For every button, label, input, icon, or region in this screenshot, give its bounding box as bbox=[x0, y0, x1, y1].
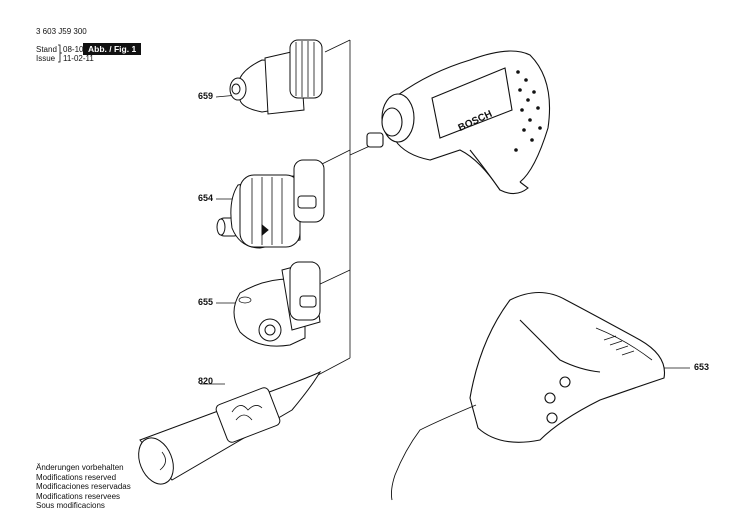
part-820-bit-case bbox=[138, 370, 322, 485]
part-655-offset-adaptor bbox=[233, 261, 321, 347]
footer-line: Modifications reservees bbox=[36, 491, 121, 501]
part-number-659: 659 bbox=[198, 91, 214, 101]
charger-drawing bbox=[390, 291, 666, 501]
part-number-655: 655 bbox=[198, 297, 214, 307]
footer-line: Modificaciones reservadas bbox=[36, 482, 131, 491]
issue-value: 11-02-11 bbox=[63, 54, 94, 63]
modifications-notice: Änderungen vorbehalten Modifications res… bbox=[36, 463, 131, 511]
part-654-torque-adaptor bbox=[216, 159, 325, 249]
stand-label: Stand bbox=[36, 45, 57, 54]
issue-label: Issue bbox=[36, 54, 56, 63]
part-number-653: 653 bbox=[694, 362, 710, 372]
footer-line: Änderungen vorbehalten bbox=[36, 463, 124, 472]
part-number-820: 820 bbox=[198, 376, 214, 386]
footer-line: Sous modificacions bbox=[36, 501, 105, 510]
part-659-adaptor bbox=[229, 39, 323, 115]
screwdriver-drawing: BOSCH bbox=[366, 50, 551, 195]
figure-tag: Abb. / Fig. 1 bbox=[83, 43, 142, 55]
assembly-bracket bbox=[309, 39, 373, 376]
part-number-654: 654 bbox=[198, 193, 214, 203]
footer-line: Modifications reserved bbox=[36, 472, 117, 482]
stand-value: 08-10 bbox=[63, 45, 84, 54]
document-number: 3 603 J59 300 bbox=[36, 27, 87, 36]
